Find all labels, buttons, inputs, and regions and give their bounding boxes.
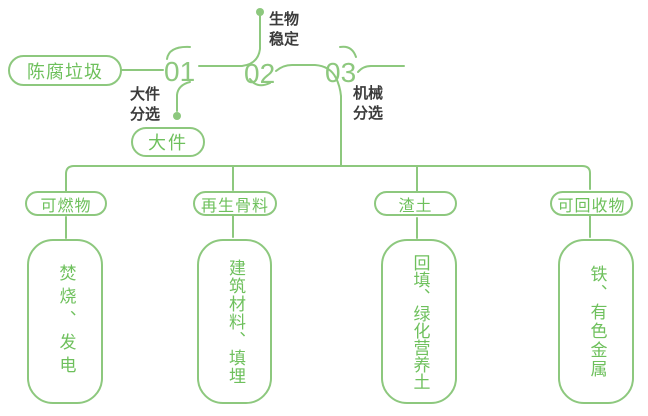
branch-detail-slag-soil-text: 回填、绿化营养土 [409, 253, 430, 390]
node-slag-soil: 渣土 [374, 191, 457, 216]
node-recyclables: 可回收物 [550, 191, 633, 216]
node-bulky-item: 大件 [131, 127, 205, 157]
arc-step2 [249, 78, 271, 87]
step-number-02: 02 [244, 58, 276, 89]
line-step1-to-bulky [176, 81, 191, 112]
node-slag-soil-label: 渣土 [398, 195, 433, 215]
step-number-01: 01 [164, 56, 196, 87]
branch-detail-recyclables: 铁、有色金属 [558, 239, 634, 404]
connector-dot-bio [256, 8, 264, 16]
node-combustibles: 可燃物 [25, 191, 107, 216]
node-recycled-aggregate-label: 再生骨料 [200, 195, 269, 215]
line-step2-to-step3 [275, 64, 342, 167]
line-step1-to-step2 [198, 15, 261, 67]
branch-detail-combustibles: 焚烧、发电 [27, 239, 103, 404]
step-label-bio-stabilization: 生物 稳定 [269, 10, 300, 48]
step-label-mechanical-sorting: 机械 分选 [353, 84, 384, 122]
distribution-bar [65, 165, 591, 193]
branch-detail-slag-soil: 回填、绿化营养土 [381, 239, 457, 404]
branch-detail-recyclables-text: 铁、有色金属 [586, 264, 607, 379]
connector-dot-bulky [173, 112, 181, 120]
node-recycled-aggregate: 再生骨料 [193, 191, 277, 216]
step-number-03: 03 [325, 57, 357, 88]
branch-detail-recycled-aggregate-text: 建筑材料、填埋 [225, 258, 245, 385]
branch-detail-combustibles-text: 焚烧、发电 [55, 264, 76, 379]
branch-detail-recycled-aggregate: 建筑材料、填埋 [197, 239, 272, 404]
node-combustibles-label: 可燃物 [40, 195, 92, 215]
line-step3-exit [357, 65, 405, 73]
arc-step1 [166, 45, 191, 60]
arc-step3 [339, 45, 357, 58]
node-recyclables-label: 可回收物 [557, 195, 626, 215]
node-bulky-item-label: 大件 [148, 133, 188, 154]
node-source-label: 陈腐垃圾 [27, 61, 103, 83]
step-label-bulky-sorting: 大件 分选 [130, 85, 161, 123]
node-source: 陈腐垃圾 [8, 55, 122, 86]
